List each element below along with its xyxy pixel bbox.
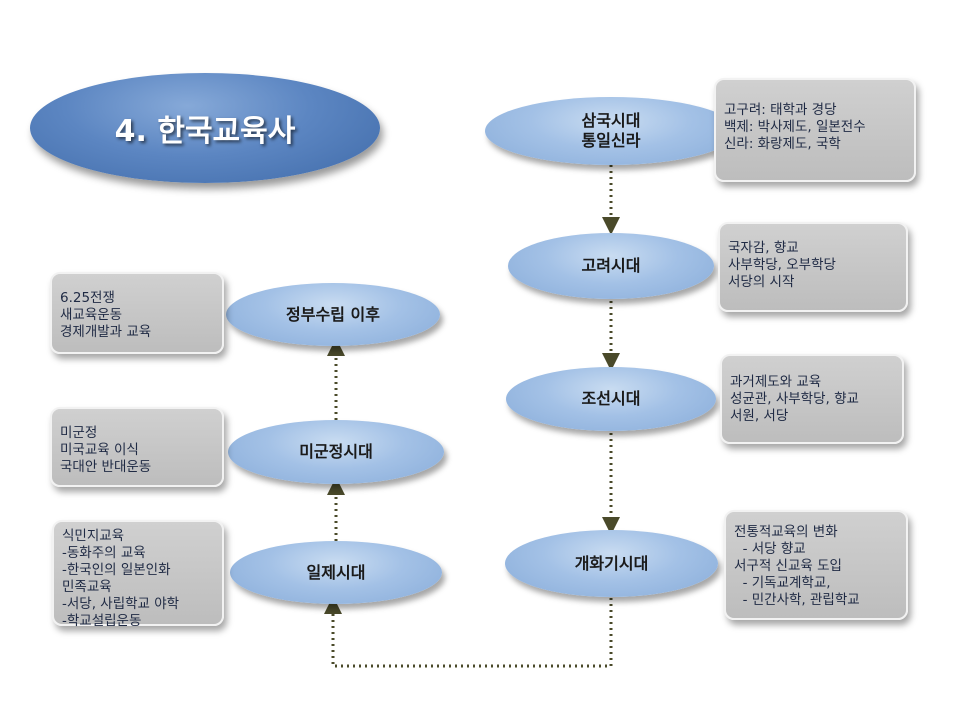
note-joseon: 과거제도와 교육 성균관, 사부학당, 향교 서원, 서당 bbox=[720, 354, 904, 444]
era-gaehwa: 개화기시대 bbox=[505, 530, 718, 597]
note-line: -동화주의 교육 bbox=[62, 545, 146, 561]
era-migunjeong-label: 미군정시대 bbox=[299, 442, 373, 461]
note-line: 사부학당, 오부학당 bbox=[728, 257, 836, 273]
note-line: 신라: 화랑제도, 국학 bbox=[724, 136, 841, 152]
note-migunjeong: 미군정 미국교육 이식 국대안 반대운동 bbox=[50, 407, 224, 487]
note-samguk: 고구려: 태학과 경당 백제: 박사제도, 일본전수 신라: 화랑제도, 국학 bbox=[714, 78, 916, 182]
note-line: - 서당 향교 bbox=[734, 541, 806, 557]
note-gaehwa: 전통적교육의 변화 - 서당 향교 서구적 신교육 도입 - 기독교계학교, -… bbox=[724, 510, 908, 620]
era-jeongbu-label: 정부수립 이후 bbox=[286, 304, 380, 324]
era-ilje: 일제시대 bbox=[230, 541, 442, 604]
title-ellipse: 4. 한국교육사 bbox=[30, 73, 380, 183]
era-samguk-line2: 통일신라 bbox=[581, 131, 641, 150]
note-line: -학교설립운동 bbox=[62, 613, 142, 629]
page-title: 4. 한국교육사 bbox=[114, 114, 296, 149]
note-line: 과거제도와 교육 bbox=[730, 374, 822, 390]
note-line: 민족교육 bbox=[62, 579, 112, 595]
era-goryeo: 고려시대 bbox=[508, 233, 714, 299]
note-line: -서당, 사립학교 야학 bbox=[62, 596, 180, 612]
note-line: 서구적 신교육 도입 bbox=[734, 558, 842, 574]
note-ilje: 식민지교육 -동화주의 교육 -한국인의 일본인화 민족교육 -서당, 사립학교… bbox=[52, 520, 224, 629]
note-line: 미군정 bbox=[60, 425, 98, 441]
note-line: 전통적교육의 변화 bbox=[734, 524, 838, 540]
note-line: 6.25전쟁 bbox=[60, 290, 115, 306]
note-jeongbu: 6.25전쟁 새교육운동 경제개발과 교육 bbox=[50, 272, 224, 354]
note-line: 국자감, 향교 bbox=[728, 240, 799, 256]
note-line: 식민지교육 bbox=[62, 528, 125, 544]
era-migunjeong: 미군정시대 bbox=[228, 420, 444, 484]
arrow-gaehwa-to-ilje bbox=[324, 596, 613, 668]
note-line: - 민간사학, 관립학교 bbox=[734, 592, 860, 608]
note-line: 백제: 박사제도, 일본전수 bbox=[724, 119, 866, 135]
era-ilje-label: 일제시대 bbox=[306, 562, 366, 582]
era-samguk: 삼국시대 통일신라 bbox=[485, 97, 737, 165]
era-joseon: 조선시대 bbox=[506, 367, 716, 431]
note-line: - 기독교계학교, bbox=[734, 575, 831, 591]
era-joseon-label: 조선시대 bbox=[581, 389, 641, 408]
era-jeongbu: 정부수립 이후 bbox=[226, 283, 440, 346]
note-goryeo: 국자감, 향교 사부학당, 오부학당 서당의 시작 bbox=[718, 222, 908, 312]
era-samguk-line1: 삼국시대 bbox=[581, 111, 641, 130]
note-line: 서원, 서당 bbox=[730, 408, 789, 424]
note-line: 미국교육 이식 bbox=[60, 442, 139, 458]
era-goryeo-label: 고려시대 bbox=[581, 256, 641, 275]
note-line: 경제개발과 교육 bbox=[60, 324, 152, 340]
note-line: 성균관, 사부학당, 향교 bbox=[730, 391, 859, 407]
note-line: 고구려: 태학과 경당 bbox=[724, 102, 837, 118]
note-line: -한국인의 일본인화 bbox=[62, 562, 171, 578]
note-line: 새교육운동 bbox=[60, 307, 123, 323]
note-line: 국대안 반대운동 bbox=[60, 459, 152, 475]
note-line: 서당의 시작 bbox=[728, 274, 795, 290]
era-gaehwa-label: 개화기시대 bbox=[574, 553, 649, 573]
